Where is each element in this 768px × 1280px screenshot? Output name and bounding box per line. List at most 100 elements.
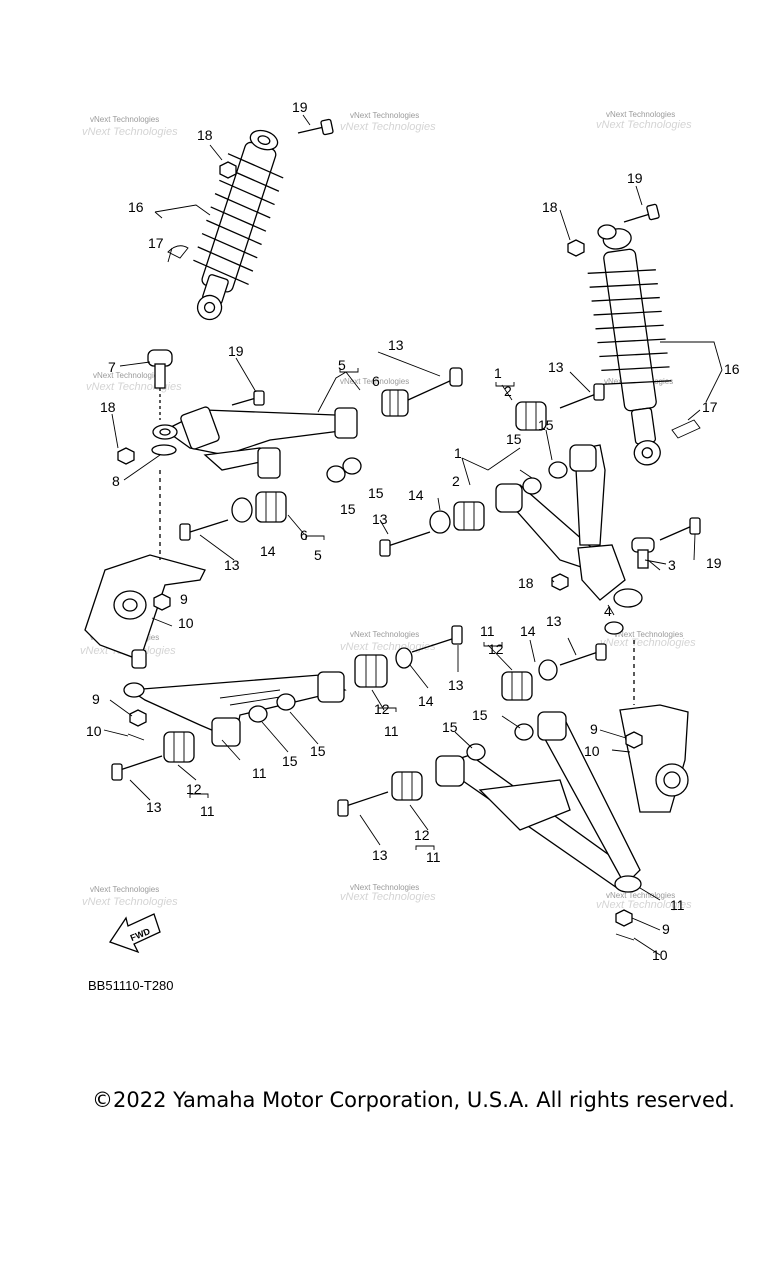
callout-17: 17 (702, 399, 718, 415)
callout-6: 6 (372, 373, 380, 389)
callout-13: 13 (372, 511, 388, 527)
callout-13: 13 (548, 359, 564, 375)
watermark: vNext Technologies (340, 377, 409, 386)
callout-3: 3 (668, 557, 676, 573)
callout-14: 14 (260, 543, 276, 559)
left-lower-arm-front-bushing (354, 625, 463, 688)
right-arm-bolt (659, 517, 701, 541)
left-steering-knuckle (84, 470, 206, 669)
watermark: vNext Technologies (340, 121, 436, 133)
right-knuckle-nut (625, 731, 643, 749)
watermark: vNext Technologies (600, 637, 696, 649)
callout-13: 13 (448, 677, 464, 693)
callout-13: 13 (372, 847, 388, 863)
callout-15: 15 (506, 431, 522, 447)
nut (522, 477, 542, 495)
watermark: vNext Technologies (90, 885, 159, 894)
callout-11: 11 (384, 723, 399, 739)
watermark: vNext Technologies (93, 371, 162, 380)
callout-9: 9 (662, 921, 670, 937)
callout-14: 14 (520, 623, 536, 639)
watermark: vNext Technologies (86, 381, 182, 393)
callout-2: 2 (504, 383, 512, 399)
right-lower-cotter-pin (615, 933, 635, 941)
callout-18: 18 (100, 399, 116, 415)
watermark: vNext Technologies (606, 110, 675, 119)
nut (342, 457, 362, 475)
watermark: vNext Technologies (606, 891, 675, 900)
callout-15: 15 (538, 417, 554, 433)
left-lower-arm-rear-bushing (111, 731, 195, 781)
callout-19: 19 (706, 555, 722, 571)
left-upper-bolt (297, 118, 334, 136)
diagram-code: BB51110-T280 (88, 978, 174, 993)
callout-18: 18 (518, 575, 534, 591)
left-upper-arm (152, 406, 358, 479)
callout-6: 6 (300, 527, 308, 543)
callout-10: 10 (652, 947, 668, 963)
callout-15: 15 (442, 719, 458, 735)
callout-19: 19 (627, 170, 643, 186)
callout-19: 19 (292, 99, 308, 115)
left-lower-arm (123, 671, 347, 747)
callout-15: 15 (340, 501, 356, 517)
left-shock-absorber (167, 129, 284, 321)
callout-11: 11 (480, 623, 495, 639)
right-lower-nut (615, 909, 633, 927)
callout-1: 1 (454, 445, 462, 461)
right-shock-absorber (587, 224, 701, 466)
callout-11: 11 (426, 849, 441, 865)
callout-18: 18 (542, 199, 558, 215)
callout-11: 11 (252, 765, 267, 781)
callout-15: 15 (282, 753, 298, 769)
watermark: vNext Technologies (340, 641, 436, 653)
nut (548, 461, 568, 479)
callout-18: 18 (197, 127, 213, 143)
watermark: vNext Technologies (350, 630, 419, 639)
right-lower-arm (435, 711, 642, 893)
watermark: vNext Technologies (90, 115, 159, 124)
callout-11: 11 (670, 897, 685, 913)
nut (248, 705, 268, 723)
left-cotter-pin (151, 617, 173, 627)
watermark: vNext Technologies (82, 896, 178, 908)
callout-5: 5 (314, 547, 322, 563)
right-lower-arm-bushings (337, 643, 607, 817)
watermark: vNext Technologies (596, 119, 692, 131)
right-upper-arm-bushings (379, 383, 605, 557)
callout-13: 13 (546, 613, 562, 629)
callout-12: 12 (414, 827, 430, 843)
left-lower-nut (129, 709, 147, 727)
nut (276, 693, 296, 711)
left-lower-cotter-pin (127, 733, 145, 741)
watermark: vNext Technologies (350, 883, 419, 892)
callout-12: 12 (186, 781, 202, 797)
callout-13: 13 (146, 799, 162, 815)
callout-11: 11 (200, 803, 215, 819)
callout-8: 8 (112, 473, 120, 489)
callout-16: 16 (128, 199, 144, 215)
copyright-notice: ©2022 Yamaha Motor Corporation, U.S.A. A… (92, 1088, 735, 1112)
callout-1: 1 (494, 365, 502, 381)
left-upper-arm-lower-bushings (179, 491, 287, 541)
callout-9: 9 (180, 591, 188, 607)
callout-5: 5 (338, 357, 346, 373)
callout-4: 4 (604, 603, 612, 619)
callout-2: 2 (452, 473, 460, 489)
watermark: vNext Technologies (350, 111, 419, 120)
callout-16: 16 (724, 361, 740, 377)
callout-15: 15 (472, 707, 488, 723)
bracket-marks (189, 368, 515, 850)
callout-7: 7 (108, 359, 116, 375)
watermark: vNext Technologies (614, 630, 683, 639)
watermark: vNext Technologies (596, 899, 692, 911)
left-arm-nut (117, 447, 135, 465)
left-arm-bolt-upper (231, 390, 265, 406)
callout-14: 14 (408, 487, 424, 503)
leader-lines (103, 114, 723, 956)
callout-17: 17 (148, 235, 164, 251)
right-steering-knuckle (619, 640, 689, 813)
left-upper-nut (219, 161, 237, 179)
callout-13: 13 (388, 337, 404, 353)
